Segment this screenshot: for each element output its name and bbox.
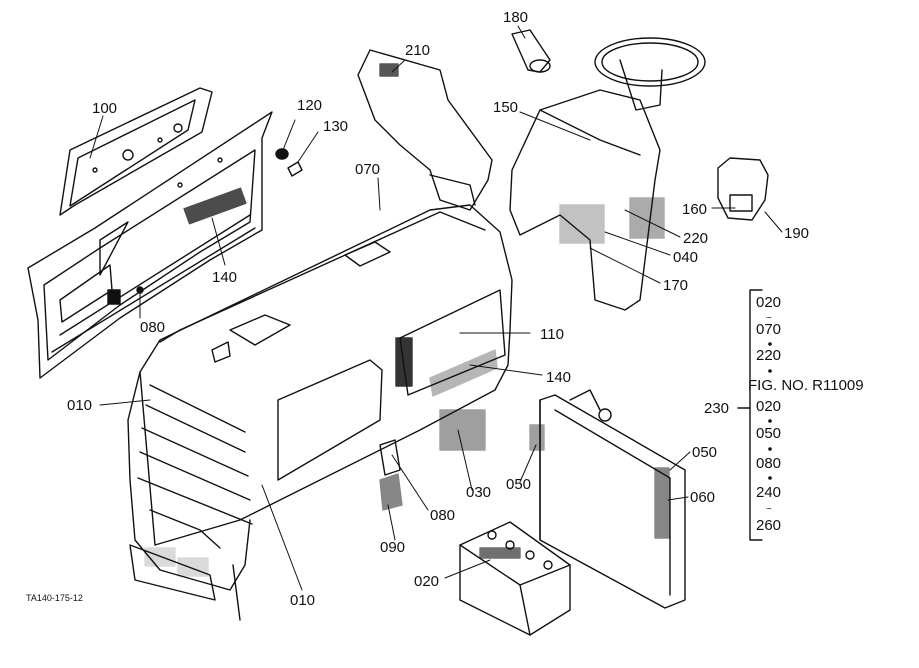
callout-060: 060 bbox=[690, 489, 715, 506]
reference-list: 020 ~ 070 220 FIG. NO. R11009 020 050 08… bbox=[748, 294, 864, 534]
grommet-part bbox=[275, 148, 303, 177]
steering-column-cover bbox=[509, 89, 665, 311]
callout-190: 190 bbox=[784, 225, 809, 242]
callout-130: 130 bbox=[323, 118, 348, 135]
list-dot bbox=[768, 369, 772, 373]
callout-050-right: 050 bbox=[692, 444, 717, 461]
reference-070: 070 bbox=[756, 321, 781, 338]
reference-bracket bbox=[737, 289, 763, 541]
callout-020: 020 bbox=[414, 573, 439, 590]
callout-150: 150 bbox=[493, 99, 518, 116]
callout-120: 120 bbox=[297, 97, 322, 114]
callout-100: 100 bbox=[92, 100, 117, 117]
callout-010-left: 010 bbox=[67, 397, 92, 414]
callout-080-lower: 080 bbox=[430, 507, 455, 524]
steering-wheel bbox=[594, 37, 706, 111]
switch-box bbox=[717, 157, 769, 221]
callout-030: 030 bbox=[466, 484, 491, 501]
callout-010-bottom: 010 bbox=[290, 592, 315, 609]
callout-140-upper: 140 bbox=[212, 269, 237, 286]
callout-050-left: 050 bbox=[506, 476, 531, 493]
battery bbox=[459, 521, 571, 636]
front-grille bbox=[127, 371, 253, 621]
callout-180: 180 bbox=[503, 9, 528, 26]
reference-020-mid: 020 bbox=[756, 398, 781, 415]
list-dot bbox=[768, 447, 772, 451]
reference-260: 260 bbox=[756, 517, 781, 534]
range-tilde: ~ bbox=[766, 313, 772, 324]
callout-090: 090 bbox=[380, 539, 405, 556]
reference-fig-no: FIG. NO. R11009 bbox=[748, 377, 864, 394]
dash-panel bbox=[357, 49, 493, 211]
leader-lines bbox=[89, 25, 783, 591]
side-window bbox=[59, 87, 213, 216]
callout-220: 220 bbox=[683, 230, 708, 247]
callout-080-upper: 080 bbox=[140, 319, 165, 336]
callout-040: 040 bbox=[673, 249, 698, 266]
list-dot bbox=[768, 342, 772, 346]
callout-160: 160 bbox=[682, 201, 707, 218]
list-dot bbox=[768, 476, 772, 480]
radiator bbox=[529, 389, 686, 609]
callout-110: 110 bbox=[540, 326, 564, 343]
side-panel-assembly bbox=[27, 111, 273, 379]
drawing-code: TA140-175-12 bbox=[26, 593, 83, 603]
reference-050: 050 bbox=[756, 425, 781, 442]
callout-230: 230 bbox=[704, 400, 729, 417]
reference-220: 220 bbox=[756, 347, 781, 364]
range-tilde: ~ bbox=[766, 504, 772, 515]
list-dot bbox=[768, 419, 772, 423]
control-lever bbox=[511, 29, 551, 73]
callout-070: 070 bbox=[355, 161, 380, 178]
reference-020-top: 020 bbox=[756, 294, 781, 311]
callout-labels: 100 120 130 140 080 210 070 180 150 160 … bbox=[67, 9, 809, 609]
reference-240: 240 bbox=[756, 484, 781, 501]
reference-080: 080 bbox=[756, 455, 781, 472]
callout-170: 170 bbox=[663, 277, 688, 294]
callout-140-lower: 140 bbox=[546, 369, 571, 386]
callout-210: 210 bbox=[405, 42, 430, 59]
hood-assembly bbox=[139, 204, 513, 546]
